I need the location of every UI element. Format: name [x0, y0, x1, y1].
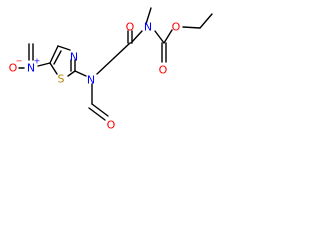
- atom-o-ketone: O: [126, 21, 135, 34]
- atom-o-carbamate: O: [159, 64, 168, 77]
- bond-carbamate-n: [154, 30, 165, 44]
- atom-o-ester: O: [172, 21, 181, 34]
- bond-ring-n-c4: [57, 45, 71, 51]
- atom-n-nitro: N: [27, 62, 35, 75]
- atom-n-amide: N: [87, 74, 95, 87]
- atom-o-nitro-left: O: [9, 62, 18, 75]
- bond-ketone-ch2: [113, 42, 131, 59]
- atom-n-thiazole: N: [70, 51, 78, 64]
- bond-ring-c5-s: [49, 62, 58, 75]
- atom-o-formyl: O: [107, 119, 116, 132]
- chemical-structure: O N O O N N + O − S N O: [9, 7, 213, 132]
- atom-n-methyl: N: [144, 21, 152, 34]
- bonds: [18, 7, 213, 121]
- bond-ethyl-ch3: [199, 13, 213, 29]
- bond-ring-c4-c5: [49, 45, 59, 64]
- bond-n-ketone-c: [130, 30, 143, 44]
- bond-n-methyl: [145, 7, 152, 25]
- bond-ring-c4-c5-2: [53, 50, 62, 65]
- atom-s-thiazole: S: [58, 73, 65, 86]
- charge-o-nitro-left: −: [16, 57, 23, 66]
- bond-n-thiazole: [74, 70, 87, 77]
- bond-ch2-n-amide: [96, 57, 115, 75]
- charge-n-nitro: +: [34, 57, 41, 66]
- bond-ethyl-ch2: [182, 26, 201, 29]
- bond-formyl-co-2: [88, 107, 106, 121]
- bond-formyl-co: [91, 103, 109, 117]
- bond-ring-s-c2: [67, 70, 76, 77]
- atom-labels: O N O O N N + O − S N O: [9, 21, 181, 132]
- bond-c5-nitro: [37, 62, 51, 67]
- bond-ester-o-carbonyl: [163, 29, 173, 44]
